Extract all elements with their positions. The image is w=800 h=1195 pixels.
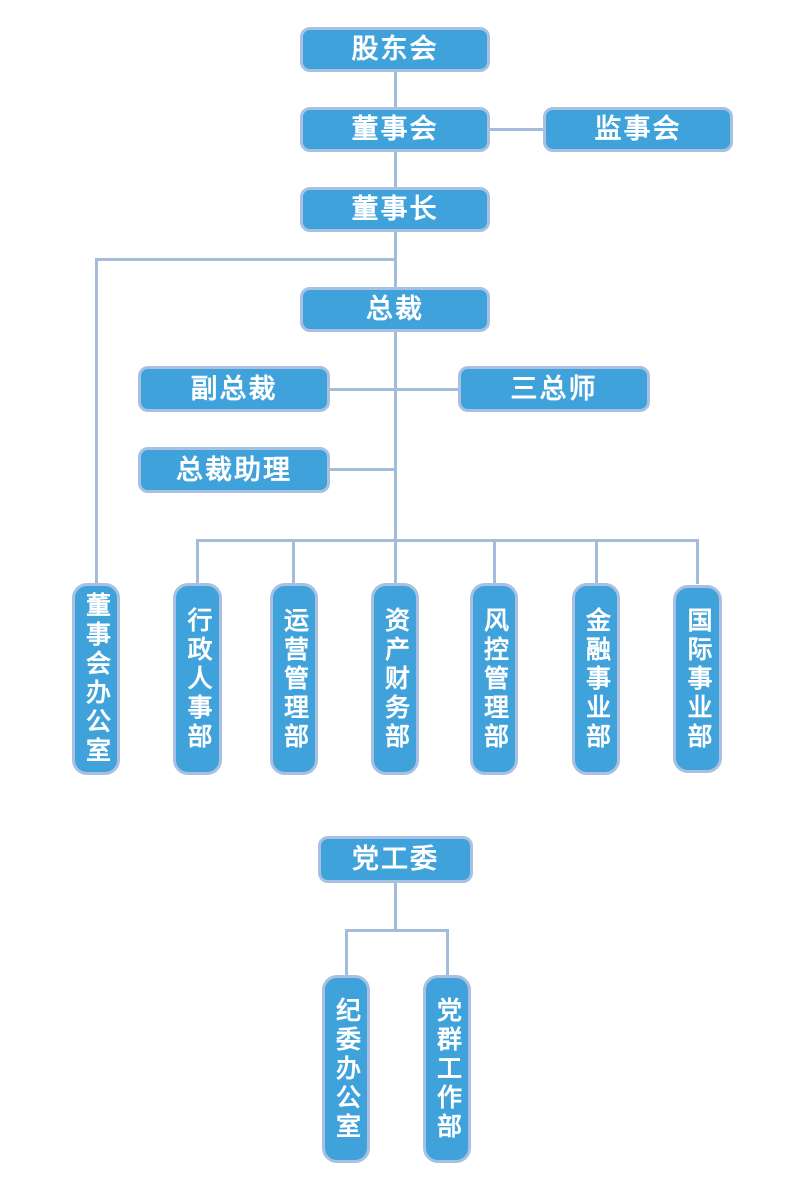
node-three-chiefs: 三总师	[458, 366, 650, 412]
node-president: 总裁	[300, 287, 490, 332]
node-risk-control: 风控管理部	[470, 583, 518, 775]
node-discipline-office: 纪委办公室	[322, 975, 370, 1163]
node-chairman: 董事长	[300, 187, 490, 232]
connector-chairman-branch-left	[95, 258, 397, 261]
connector-drop-party-mass	[446, 929, 449, 975]
node-supervisory: 监事会	[543, 107, 733, 152]
node-party-committee: 党工委	[318, 836, 473, 883]
connector-party-down	[394, 883, 397, 932]
node-shareholders: 股东会	[300, 27, 490, 72]
connector-drop-admin-hr	[196, 539, 199, 584]
connector-vp-chiefs	[330, 388, 458, 391]
node-vice-president: 副总裁	[138, 366, 330, 412]
node-board-office: 董事会办公室	[72, 583, 120, 775]
node-board: 董事会	[300, 107, 490, 152]
connector-drop-operations	[292, 539, 295, 584]
connector-board-chairman	[394, 152, 397, 188]
node-financial-business: 金融事业部	[572, 583, 620, 775]
connector-drop-international	[696, 539, 699, 584]
connector-drop-discipline	[345, 929, 348, 975]
node-operations: 运营管理部	[270, 583, 318, 775]
connector-president-spine	[394, 332, 397, 584]
connector-assistant-spine	[330, 468, 396, 471]
connector-left-to-board-office	[95, 258, 98, 584]
connector-drop-risk-control	[493, 539, 496, 584]
connector-drop-financial	[595, 539, 598, 584]
connector-party-bar	[345, 929, 449, 932]
connector-departments-bar	[196, 539, 699, 542]
node-admin-hr: 行政人事部	[173, 583, 222, 775]
node-international-business: 国际事业部	[673, 585, 722, 773]
connector-board-supervisory	[490, 128, 543, 131]
node-asset-finance: 资产财务部	[371, 583, 419, 775]
node-president-assistant: 总裁助理	[138, 447, 330, 493]
connector-shareholders-board	[394, 72, 397, 108]
node-party-mass-work: 党群工作部	[423, 975, 471, 1163]
